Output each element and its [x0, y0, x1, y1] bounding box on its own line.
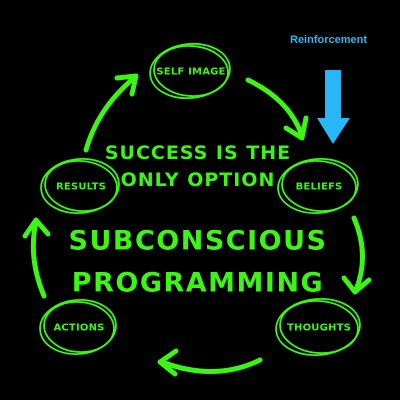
down-arrow-icon	[317, 70, 350, 144]
arrow-head-icon	[283, 115, 309, 141]
arrow-head-icon	[157, 348, 179, 377]
self-image-ring-inner	[153, 45, 229, 97]
actions-ring-inner	[43, 301, 115, 353]
self-image-ring	[149, 42, 231, 100]
node-actions: ACTIONS	[39, 298, 117, 356]
node-self-image: SELF IMAGE	[149, 42, 231, 100]
self-image-label: SELF IMAGE	[156, 67, 225, 78]
beliefs-ring-inner	[281, 159, 357, 213]
arrow-line	[245, 77, 305, 139]
arrow-line	[351, 215, 366, 293]
node-beliefs: BELIEFS	[277, 157, 359, 215]
headline-line-2: ONLY OPTION	[121, 169, 276, 191]
node-thoughts: THOUGHTS	[275, 297, 361, 357]
arrow-self-image-to-beliefs	[245, 77, 309, 141]
thoughts-ring	[275, 297, 361, 357]
thoughts-label: THOUGHTS	[287, 323, 351, 334]
arrow-thoughts-to-actions	[157, 348, 263, 377]
arrow-line	[30, 219, 47, 299]
reinforcement-label: Reinforcement	[290, 34, 367, 46]
reinforcement-arrow-head	[317, 118, 350, 144]
actions-ring	[39, 298, 117, 356]
arrow-line	[159, 357, 263, 375]
arrow-head-icon	[22, 217, 51, 239]
actions-label: ACTIONS	[53, 323, 104, 334]
headline-line-1: SUCCESS IS THE	[105, 142, 291, 164]
title-line-1: SUBCONSCIOUS	[69, 226, 328, 257]
thoughts-ring-inner	[279, 299, 359, 355]
arrow-beliefs-to-thoughts	[341, 215, 372, 295]
beliefs-label: BELIEFS	[296, 182, 343, 193]
arrow-line	[83, 75, 137, 153]
results-ring-inner	[44, 159, 118, 213]
results-ring	[40, 157, 120, 215]
arrow-head-icon	[114, 73, 139, 97]
arrow-head-icon	[341, 275, 372, 295]
title-line-2: PROGRAMMING	[72, 268, 324, 299]
reinforcement-arrow-shaft	[325, 70, 341, 120]
arrow-results-to-self-image	[83, 73, 139, 153]
results-label: RESULTS	[56, 182, 106, 193]
node-results: RESULTS	[40, 157, 120, 215]
arrow-actions-to-results	[22, 217, 51, 299]
beliefs-ring	[277, 157, 359, 215]
